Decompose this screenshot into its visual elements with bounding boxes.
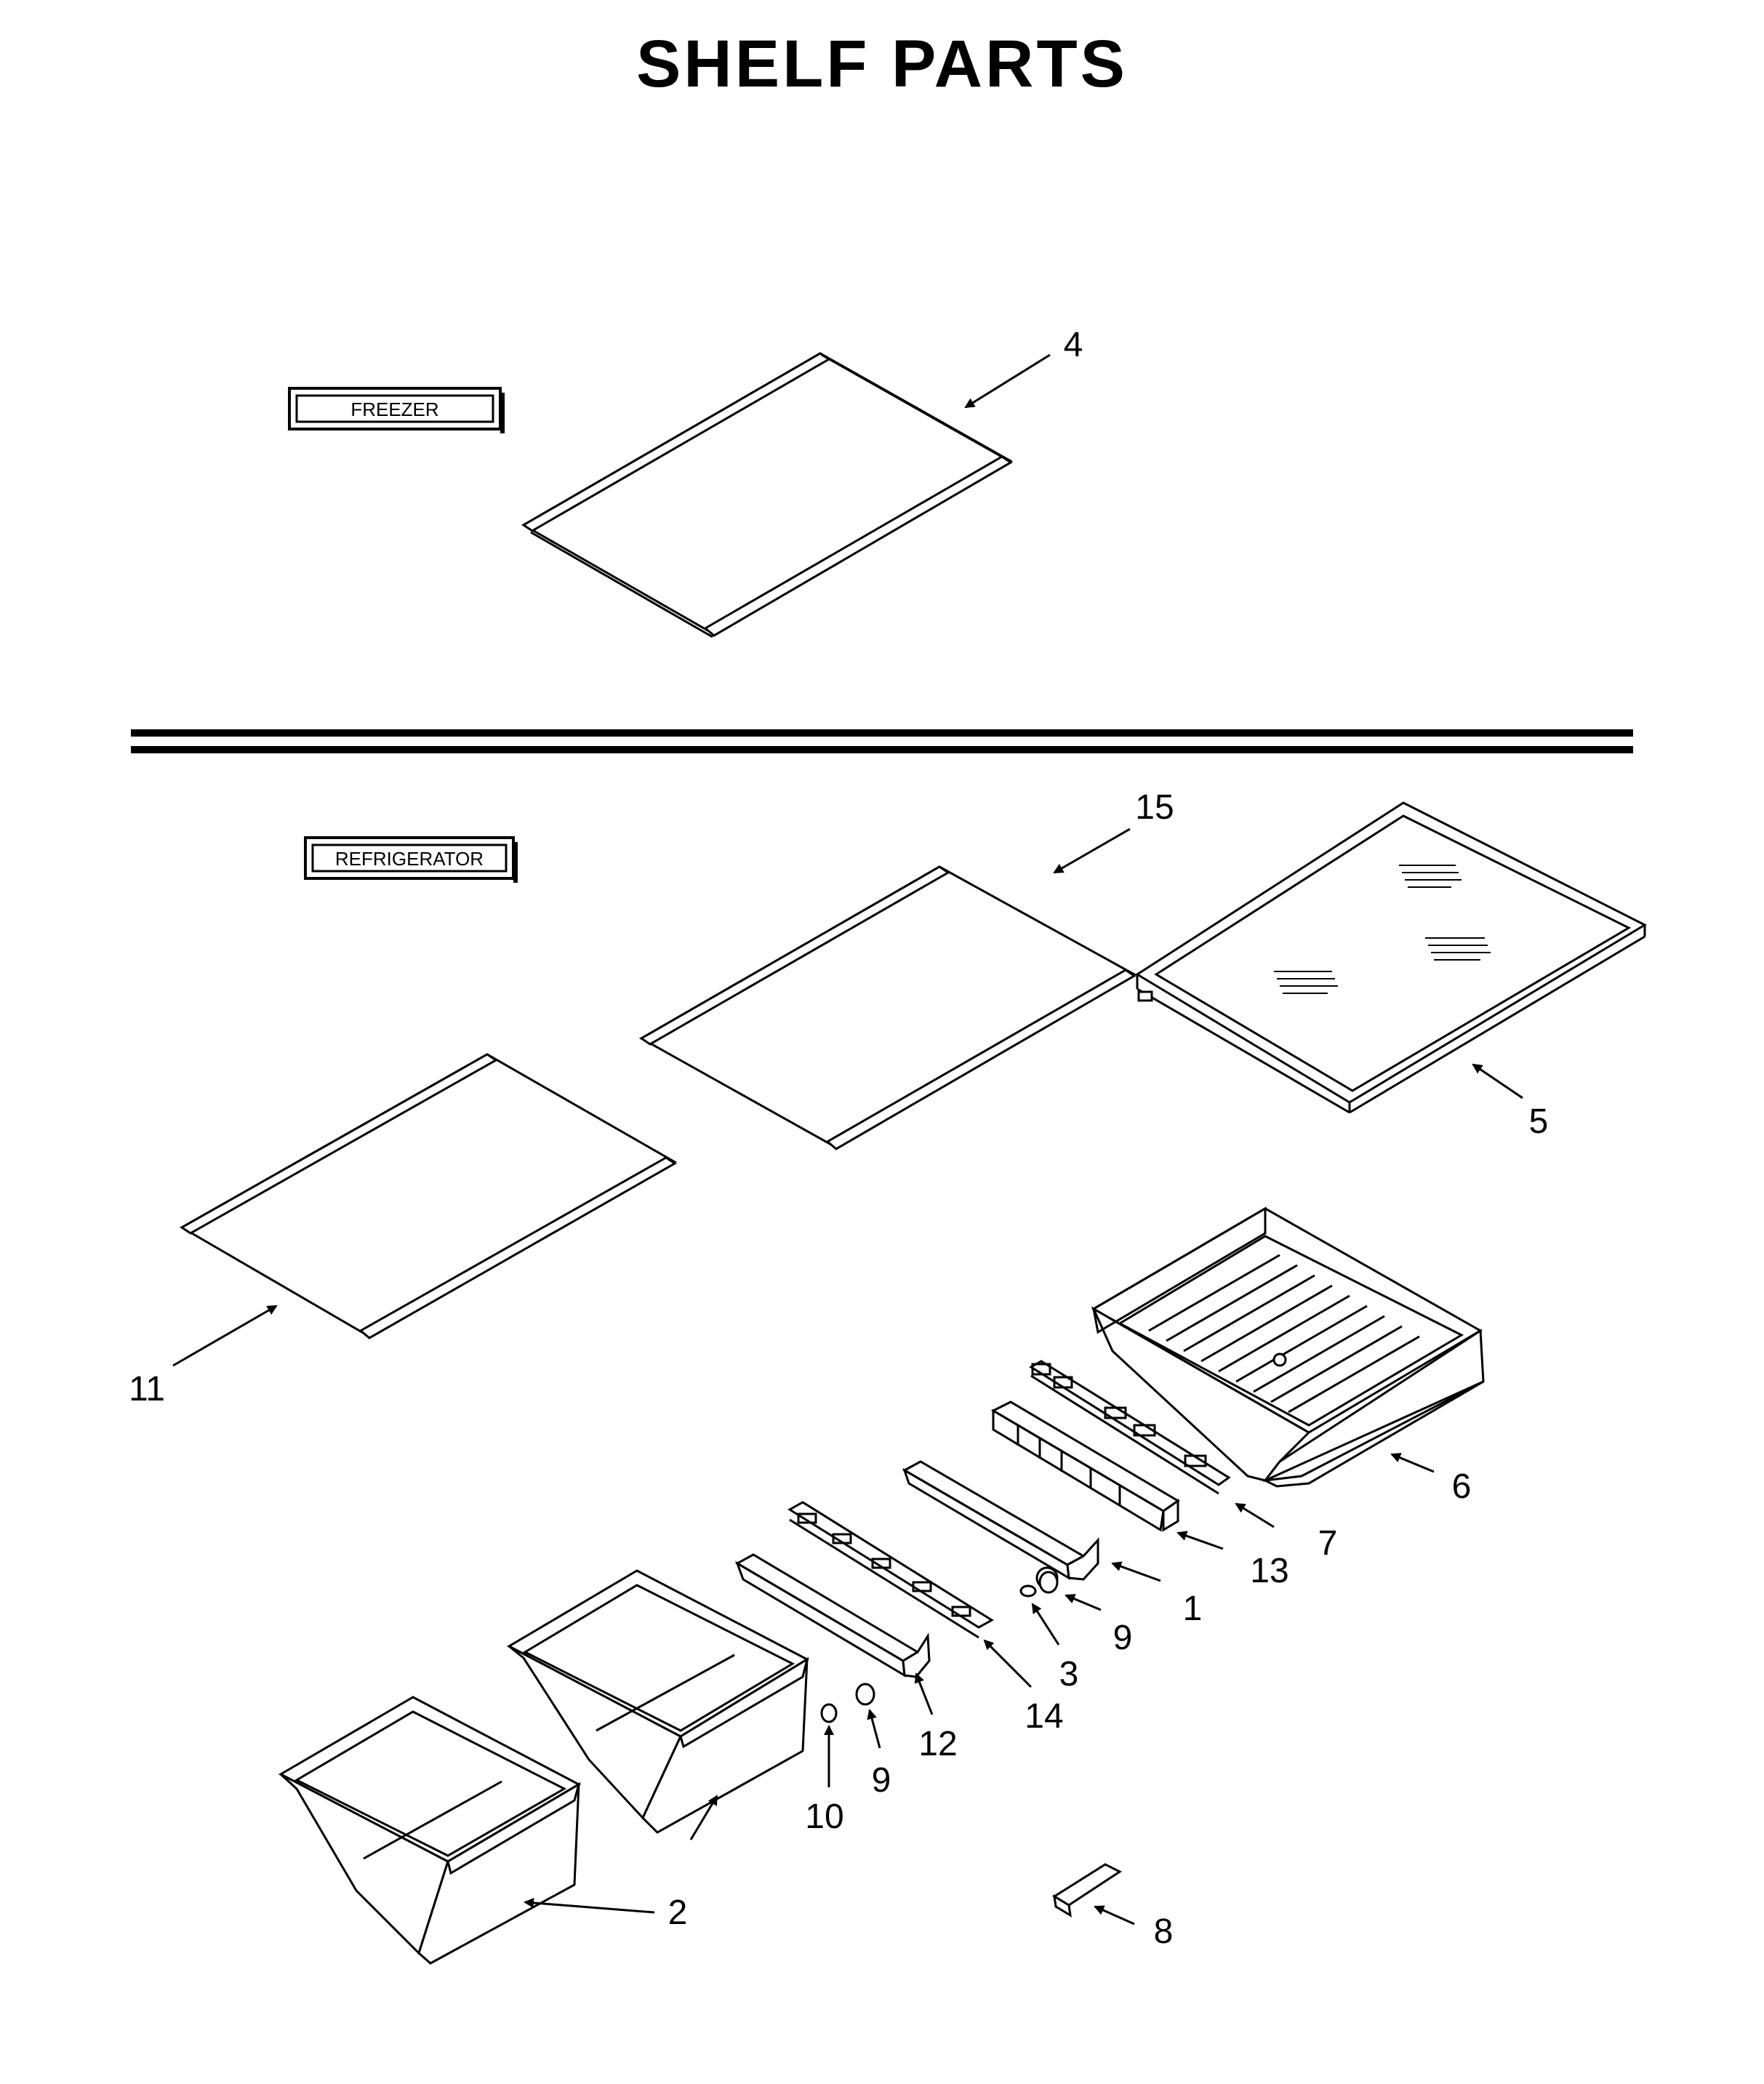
part-15-shelf <box>638 865 1137 1150</box>
part-4-freezer-shelf <box>521 352 1014 638</box>
callout-13: 13 <box>1250 1552 1288 1590</box>
part-7-rail <box>1029 1360 1231 1495</box>
freezer-section-label: FREEZER <box>288 387 505 433</box>
part-2-drawer-left <box>278 1696 582 1965</box>
callout-14: 14 <box>1025 1697 1063 1736</box>
callout-5: 5 <box>1529 1102 1549 1141</box>
refrigerator-section-label: REFRIGERATOR <box>304 836 518 883</box>
refrigerator-label-text: REFRIGERATOR <box>335 848 484 870</box>
callout-15: 15 <box>1135 788 1174 827</box>
callout-2: 2 <box>668 1893 688 1932</box>
callout-1: 1 <box>1183 1590 1203 1628</box>
callout-numbers: 4 15 5 11 6 7 13 1 9 3 14 12 9 10 2 8 <box>129 326 1548 1951</box>
callout-9-upper: 9 <box>1113 1619 1133 1657</box>
callout-4: 4 <box>1064 326 1083 364</box>
part-1-slide-rail <box>902 1460 1099 1590</box>
callout-leader-lines <box>172 353 1523 1925</box>
part-2-drawer-right <box>506 1569 810 1834</box>
callout-3: 3 <box>1059 1655 1079 1694</box>
callout-10: 10 <box>805 1798 843 1836</box>
part-14-rail <box>787 1501 994 1639</box>
section-divider <box>131 729 1633 753</box>
callout-7: 7 <box>1318 1524 1338 1563</box>
callout-6: 6 <box>1452 1467 1472 1506</box>
part-12-slide <box>734 1553 931 1678</box>
part-8-clip <box>1052 1863 1123 1917</box>
callout-11: 11 <box>129 1370 165 1408</box>
part-11-shelf <box>179 1053 678 1339</box>
freezer-label-text: FREEZER <box>350 398 438 420</box>
part-13-slide <box>990 1400 1180 1532</box>
page-title: SHELF PARTS <box>636 27 1128 101</box>
callout-8: 8 <box>1154 1912 1174 1951</box>
parts-9-3-10-hardware <box>820 1571 1059 1723</box>
callout-9-lower: 9 <box>872 1761 891 1800</box>
part-6-crisper-tray <box>1091 1206 1485 1488</box>
callout-12: 12 <box>918 1725 957 1763</box>
part-5-glass-shelf <box>1135 801 1648 1114</box>
